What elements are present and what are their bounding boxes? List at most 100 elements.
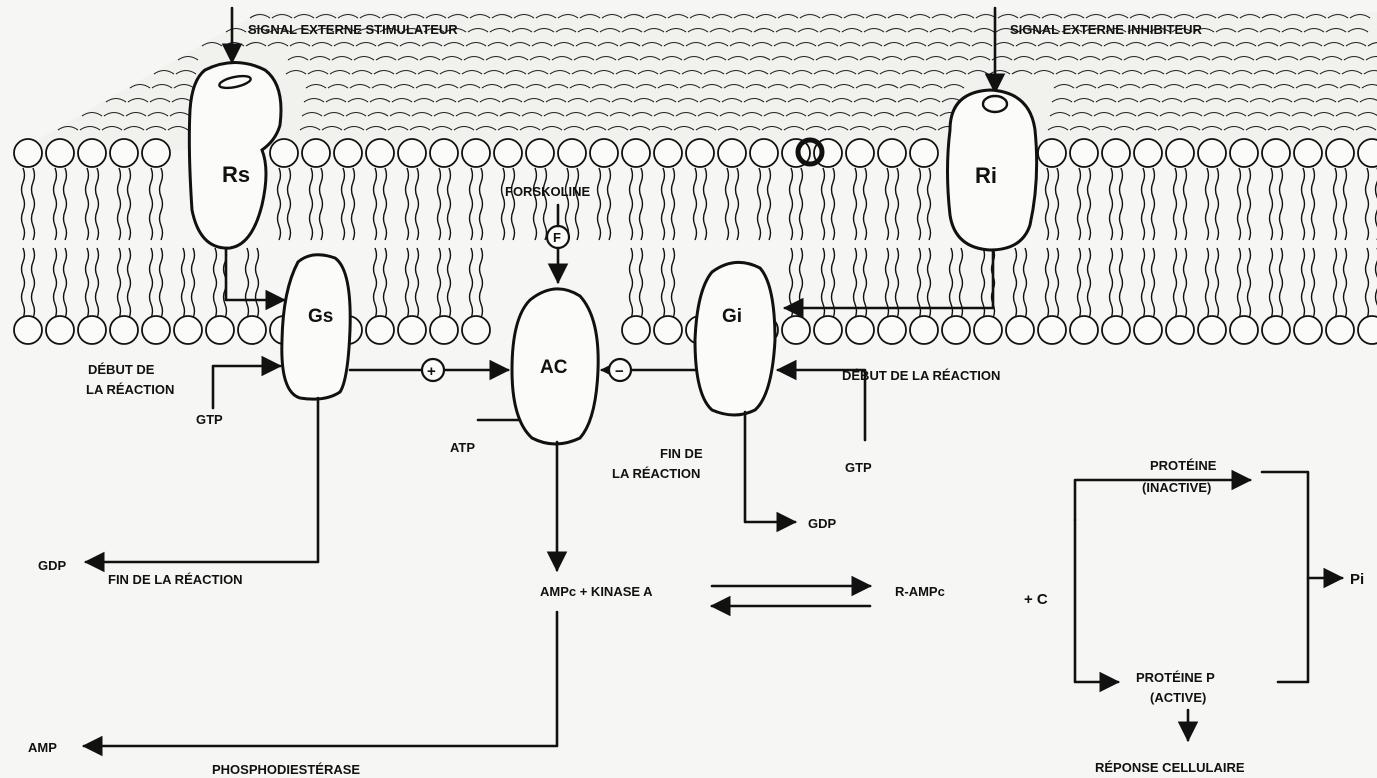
- lipid-head: [910, 139, 938, 167]
- lipid-tail: [886, 168, 889, 240]
- gs-debut-line2: LA RÉACTION: [86, 382, 174, 397]
- lipid-tail: [896, 168, 899, 240]
- lipid-tail: [1344, 168, 1347, 240]
- forskoline-label: FORSKOLINE: [505, 184, 591, 199]
- lipid-head: [142, 139, 170, 167]
- proteine-active-line2: (ACTIVE): [1150, 690, 1206, 705]
- lipid-head: [142, 316, 170, 344]
- lipid-tail: [1366, 168, 1369, 240]
- lipid-tail: [534, 168, 537, 240]
- lipid-head: [430, 139, 458, 167]
- receptor-rs: Rs: [189, 63, 281, 249]
- lipid-tail: [406, 168, 409, 240]
- lipid-tail: [1312, 168, 1315, 240]
- lipid-tail: [832, 168, 835, 240]
- lipid-tail: [320, 168, 323, 240]
- ac-reaction: ATP AMPc + KINASE A R-AMPc AMP PHOSPHODI…: [28, 420, 945, 777]
- lipid-tail: [822, 168, 825, 240]
- gi-debut-label: DÉBUT DE LA RÉACTION: [842, 368, 1000, 383]
- lipid-tail: [790, 168, 793, 240]
- lipid-tail: [1270, 168, 1273, 240]
- forskoline: FORSKOLINE F: [505, 184, 591, 282]
- gi-cycle: DÉBUT DE LA RÉACTION GTP FIN DE LA RÉACT…: [612, 368, 1000, 531]
- lipid-head: [846, 316, 874, 344]
- lipid-head: [174, 316, 202, 344]
- lipid-tail: [1142, 168, 1145, 240]
- lipid-tail: [1280, 248, 1283, 318]
- lipid-head: [270, 139, 298, 167]
- phosphodiesterase-label: PHOSPHODIESTÉRASE: [212, 762, 360, 777]
- lipid-tail: [758, 168, 761, 240]
- rs-to-gs-arrow: [226, 248, 284, 300]
- rs-label: Rs: [222, 162, 250, 187]
- lipid-head: [1294, 139, 1322, 167]
- lipid-tail: [480, 248, 483, 318]
- lipid-head: [878, 316, 906, 344]
- lipid-head: [110, 316, 138, 344]
- lipid-head: [398, 316, 426, 344]
- lipid-head: [14, 316, 42, 344]
- receptor-ri: Ri: [948, 90, 1037, 250]
- lipid-tail: [928, 168, 931, 240]
- ac-label: AC: [540, 357, 568, 378]
- lipid-tail: [54, 168, 57, 240]
- lipid-tail: [256, 248, 259, 318]
- lipid-head: [462, 316, 490, 344]
- lipid-tail: [1152, 168, 1155, 240]
- lipid-tail: [278, 168, 281, 240]
- lipid-tail: [86, 248, 89, 318]
- lipid-head: [398, 139, 426, 167]
- lipid-tail: [86, 168, 89, 240]
- lipid-tail: [416, 168, 419, 240]
- lipid-head: [622, 139, 650, 167]
- protein-gs: Gs: [282, 255, 350, 399]
- forskoline-symbol: F: [553, 230, 561, 245]
- lipid-tail: [608, 168, 611, 240]
- lipid-head: [686, 139, 714, 167]
- gs-gtp-label: GTP: [196, 412, 223, 427]
- lipid-tail: [1270, 248, 1273, 318]
- lipid-tail: [864, 168, 867, 240]
- lipid-tail: [96, 168, 99, 240]
- lipid-head: [366, 316, 394, 344]
- atp-label: ATP: [450, 440, 475, 455]
- lipid-head: [1038, 139, 1066, 167]
- lipid-head: [654, 139, 682, 167]
- lipid-tail: [438, 248, 441, 318]
- lipid-tail: [1078, 248, 1081, 318]
- lipid-tail: [128, 168, 131, 240]
- lipid-head: [622, 316, 650, 344]
- lipid-head: [430, 316, 458, 344]
- lipid-tail: [1046, 168, 1049, 240]
- lipid-tail: [576, 168, 579, 240]
- lipid-tail: [918, 168, 921, 240]
- ri-label: Ri: [975, 163, 997, 188]
- lipid-head: [1198, 316, 1226, 344]
- lipid-head: [1134, 139, 1162, 167]
- lipid-tail: [214, 248, 217, 318]
- lipid-tail: [150, 248, 153, 318]
- lipid-tail: [470, 168, 473, 240]
- lipid-tail: [1216, 168, 1219, 240]
- lipid-tail: [1248, 248, 1251, 318]
- lipid-head: [302, 139, 330, 167]
- lipid-tail: [1334, 168, 1337, 240]
- gs-gdp-label: GDP: [38, 558, 67, 573]
- lipid-head: [366, 139, 394, 167]
- proteine-inactive-line1: PROTÉINE: [1150, 458, 1217, 473]
- lipid-tail: [1078, 168, 1081, 240]
- lipid-tail: [1238, 168, 1241, 240]
- gi-gdp-label: GDP: [808, 516, 837, 531]
- lipid-tail: [598, 168, 601, 240]
- lipid-tail: [96, 248, 99, 318]
- lipid-tail: [800, 168, 803, 240]
- adenylate-cyclase: AC: [512, 289, 598, 444]
- lipid-head: [1166, 139, 1194, 167]
- lipid-head: [1070, 316, 1098, 344]
- lipid-tail: [1056, 248, 1059, 318]
- lipid-head: [750, 139, 778, 167]
- lipid-tail: [374, 168, 377, 240]
- lipid-tail: [118, 248, 121, 318]
- lipid-tail: [630, 168, 633, 240]
